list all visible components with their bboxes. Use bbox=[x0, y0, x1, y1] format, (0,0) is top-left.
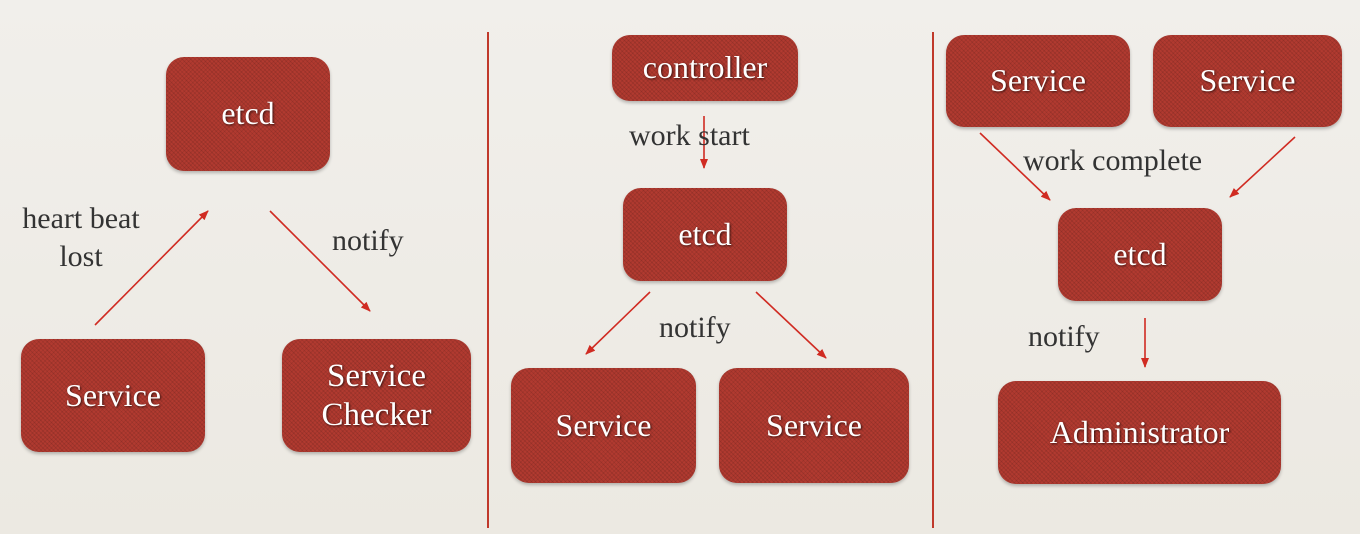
panel3-work-complete-label: work complete bbox=[1023, 144, 1203, 177]
panel3-etcd-node: etcd bbox=[1058, 208, 1222, 301]
panel-divider-1 bbox=[487, 32, 489, 528]
panel2-notify-label: notify bbox=[659, 311, 731, 344]
arrow-service-left-to-etcd bbox=[979, 132, 1051, 201]
panel1-heartbeat-label: heart beat lost bbox=[22, 202, 140, 273]
panel2-service-left-node: Service bbox=[511, 368, 696, 483]
panel1-etcd-node: etcd bbox=[166, 57, 330, 171]
panel1-service-node: Service bbox=[21, 339, 205, 452]
arrow-service-to-etcd bbox=[94, 210, 209, 326]
panel-divider-2 bbox=[932, 32, 934, 528]
panel1-service-checker-node: Service Checker bbox=[282, 339, 471, 452]
panel3-notify-label: notify bbox=[1028, 320, 1100, 353]
panel1-notify-label: notify bbox=[332, 224, 404, 257]
panel2-etcd-node: etcd bbox=[623, 188, 787, 281]
arrow-etcd-to-service-right bbox=[755, 291, 827, 359]
panel2-service-right-node: Service bbox=[719, 368, 909, 483]
arrow-service-right-to-etcd bbox=[1229, 136, 1296, 198]
panel2-controller-node: controller bbox=[612, 35, 798, 101]
arrow-etcd-to-service-left bbox=[585, 291, 651, 355]
panel2-work-start-label: work start bbox=[629, 119, 750, 152]
panel3-service-left-node: Service bbox=[946, 35, 1130, 127]
arrow-etcd-to-checker bbox=[269, 210, 371, 312]
panel3-administrator-node: Administrator bbox=[998, 381, 1281, 484]
panel3-service-right-node: Service bbox=[1153, 35, 1342, 127]
